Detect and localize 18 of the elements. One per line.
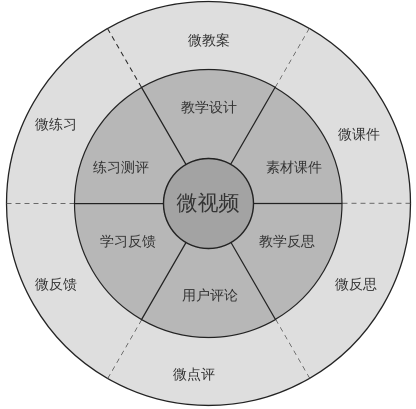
outer-ring-sector xyxy=(274,202,412,380)
sector-label: 微点评 xyxy=(173,366,215,384)
outer-ring-sector xyxy=(4,202,142,380)
center-circle xyxy=(162,157,254,250)
sector-label: 微反馈 xyxy=(35,276,77,294)
sector-label: 练习测评 xyxy=(93,160,149,176)
sector-label: 微练习 xyxy=(35,116,77,134)
outer-ring-sector xyxy=(106,0,310,89)
sector-label: 用户评论 xyxy=(182,288,238,304)
sector-label: 素材课件 xyxy=(266,160,322,176)
sector-label: 教学反思 xyxy=(259,234,315,250)
sector-label: 学习反馈 xyxy=(100,234,156,250)
sector-label: 微反思 xyxy=(335,276,377,294)
sector-label: 教学设计 xyxy=(181,100,237,116)
center-label: 微视频 xyxy=(176,190,240,216)
outer-ring-sector xyxy=(106,318,310,407)
sector-label: 微课件 xyxy=(338,126,380,144)
sector-label: 微教案 xyxy=(188,32,230,50)
